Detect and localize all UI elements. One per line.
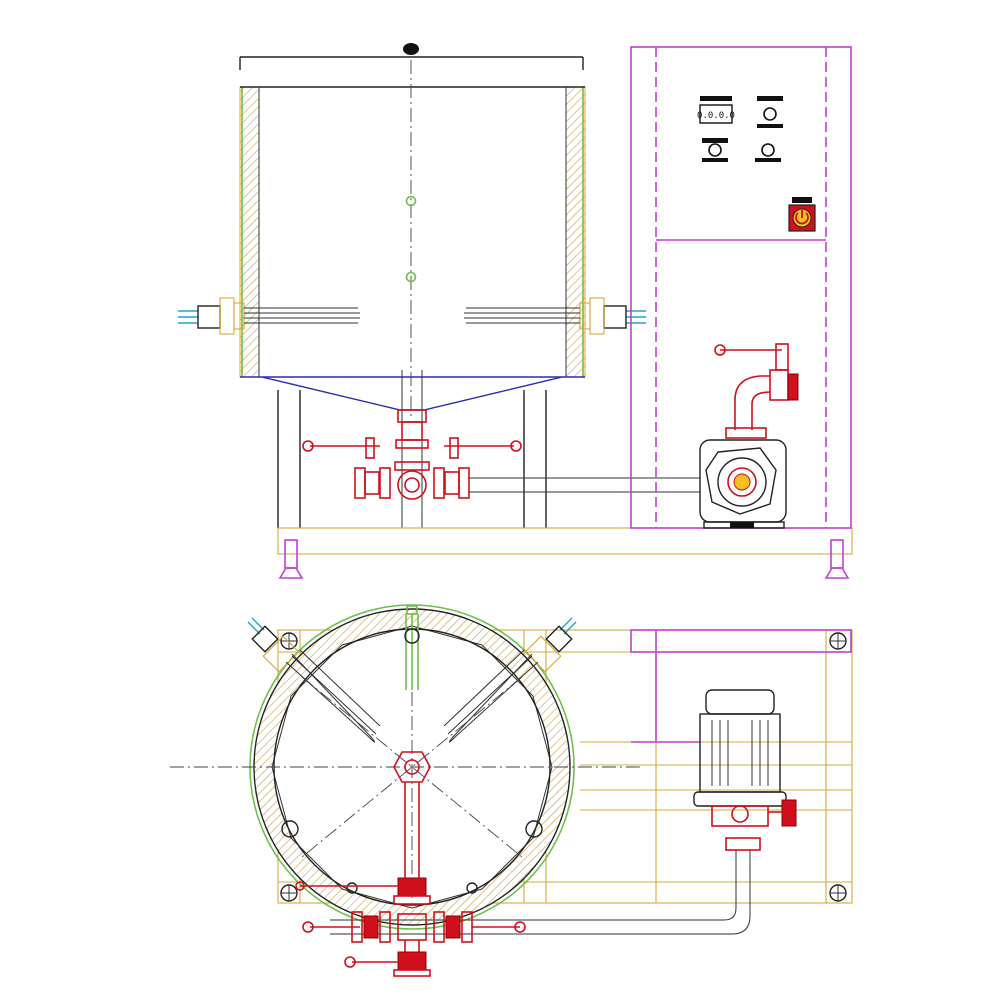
heating-element-left <box>178 297 360 335</box>
power-button-icon <box>788 197 816 232</box>
display-readout: 0.0.0.0 <box>697 111 735 121</box>
display-icon: 0.0.0.0 <box>697 96 735 124</box>
tank-lid <box>239 43 584 70</box>
plan-view <box>170 604 853 977</box>
level-sensor-upper <box>405 195 417 207</box>
heating-element-right <box>464 297 646 335</box>
tank-wall-right <box>565 86 586 378</box>
plan-feet <box>280 632 847 902</box>
tank-plan <box>170 604 640 930</box>
drain-valve-assembly <box>302 409 700 500</box>
pump-elevation <box>699 343 799 529</box>
control-cabinet-plan <box>630 629 852 743</box>
base-frame <box>277 527 853 579</box>
drain-pipe-plan <box>295 782 761 977</box>
tank-body <box>239 60 586 420</box>
tank-wall-left <box>239 86 260 378</box>
pump-plan <box>693 689 797 827</box>
indicator-lamp-icon <box>757 96 783 128</box>
tank-legs <box>277 370 547 528</box>
elevation-view: 0.0.0.0 <box>178 43 853 579</box>
indicator-lamp-icon <box>755 143 781 162</box>
heating-element-plan-left <box>247 617 381 743</box>
level-sensor-lower <box>405 271 417 283</box>
indicator-lamp-icon <box>702 138 728 162</box>
control-cabinet: 0.0.0.0 <box>630 46 852 529</box>
lid-knob <box>403 43 419 55</box>
heating-element-plan-right <box>443 617 577 743</box>
